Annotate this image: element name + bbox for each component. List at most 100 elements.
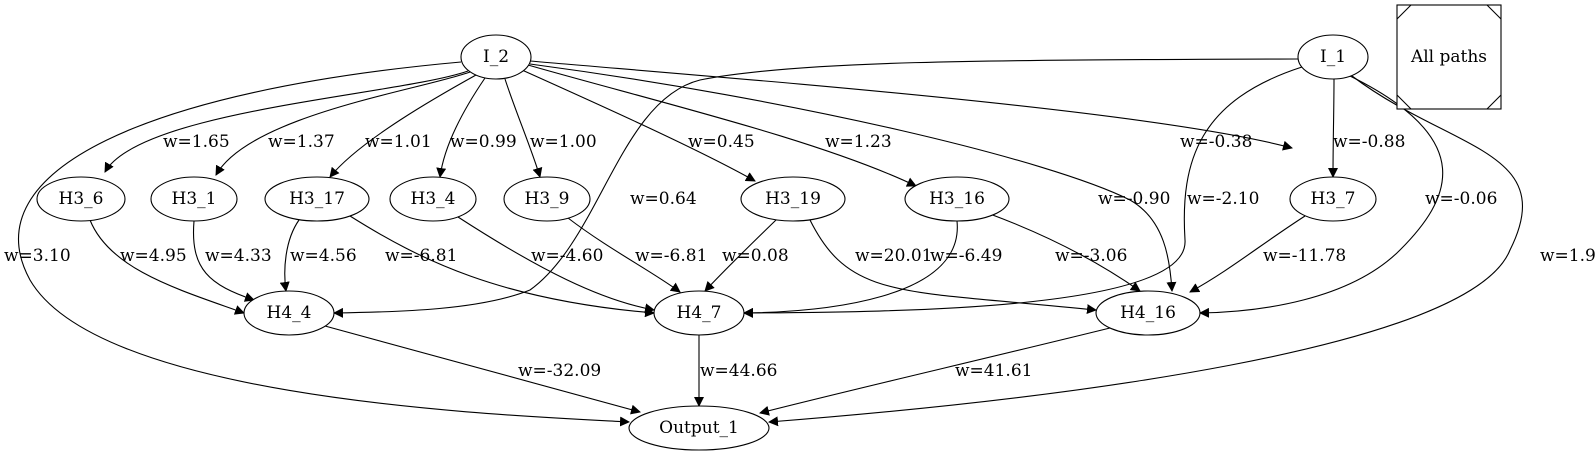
edge-line [529, 63, 1177, 292]
edge-h3-19-to-h4-16: w=20.01 [809, 219, 1097, 315]
edge-weight-label: w=0.45 [688, 132, 755, 152]
node-label: H3_4 [411, 189, 456, 209]
edge-line [457, 216, 655, 314]
node-label: H3_16 [929, 189, 985, 209]
node-h3-17: H3_17 [264, 176, 370, 222]
edge-i-2-to-h3-4: w=0.99 [436, 77, 517, 178]
edge-h3-16-to-h4-7: w=-6.49 [743, 220, 1002, 318]
edge-weight-label: w=1.94 [1540, 246, 1595, 266]
edge-line [1328, 78, 1339, 178]
edge-weight-label: w=20.01 [855, 246, 932, 266]
edge-line [279, 219, 300, 292]
edge-weight-label: w=-6.81 [635, 246, 707, 266]
node-label: Output_1 [659, 418, 739, 438]
edge-line [436, 77, 486, 178]
edge-weight-label: w=-2.10 [1187, 189, 1259, 209]
node-label: H4_7 [677, 303, 722, 323]
edge-weight-label: w=0.64 [630, 189, 697, 209]
node-label: H4_4 [267, 303, 312, 323]
edge-weight-label: w=3.10 [4, 246, 71, 266]
edge-weight-label: w=1.65 [163, 132, 230, 152]
edge-i-2-to-h4-16: w=-0.90 [529, 63, 1177, 292]
node-ellipse [904, 176, 1010, 222]
node-label: I_2 [483, 47, 509, 67]
edge-i-1-to-h4-16: w=-0.06 [1199, 75, 1497, 318]
edge-line [1189, 215, 1306, 293]
edge-i-1-to-h4-7: w=-2.10 [743, 66, 1303, 318]
node-h3-7: H3_7 [1289, 176, 1377, 222]
node-label: H3_9 [525, 189, 570, 209]
edge-weight-label: w=4.95 [120, 246, 187, 266]
legend-all-paths: All paths [1396, 4, 1502, 110]
node-h3-1: H3_1 [150, 176, 238, 222]
edge-h4-4-to-output-1: w=-32.09 [324, 325, 641, 415]
edge-i-2-to-h3-19: w=0.45 [521, 69, 756, 182]
node-label: H3_1 [172, 189, 217, 209]
edge-line [215, 71, 471, 176]
node-h3-19: H3_19 [740, 176, 846, 222]
node-ellipse [1289, 176, 1377, 222]
node-label: H3_6 [59, 189, 104, 209]
node-h4-7: H4_7 [653, 290, 745, 336]
edge-h4-7-to-output-1: w=44.66 [694, 335, 777, 407]
edge-weight-label: w=1.37 [268, 132, 335, 152]
edge-weight-label: w=-0.38 [1180, 132, 1252, 152]
node-ellipse [740, 176, 846, 222]
edge-i-2-to-output-1: w=3.10 [4, 61, 630, 427]
node-label: I_1 [1320, 47, 1346, 67]
edge-weight-label: w=0.08 [722, 246, 789, 266]
node-ellipse [264, 176, 370, 222]
legend-label: All paths [1410, 47, 1487, 67]
edge-weight-label: w=-0.88 [1333, 132, 1405, 152]
node-label: H3_7 [1311, 189, 1356, 209]
edge-line [1199, 75, 1444, 318]
node-h3-16: H3_16 [904, 176, 1010, 222]
edge-weight-label: w=4.33 [205, 246, 272, 266]
edge-weight-label: w=-32.09 [518, 361, 601, 381]
edge-line [529, 60, 1293, 151]
edge-line [527, 64, 917, 187]
edge-weight-label: w=4.56 [290, 246, 357, 266]
edge-h4-16-to-output-1: w=41.61 [759, 327, 1111, 416]
edge-h3-17-to-h4-4: w=4.56 [279, 219, 357, 292]
edge-weight-label: w=1.00 [530, 132, 597, 152]
edge-line [567, 217, 681, 293]
edge-weight-label: w=-6.49 [930, 246, 1002, 266]
edge-line [324, 325, 641, 415]
edge-line [743, 66, 1303, 318]
node-h3-6: H3_6 [36, 176, 126, 222]
node-output-1: Output_1 [628, 405, 770, 451]
edge-line [192, 220, 255, 302]
edge-line [743, 220, 958, 318]
edge-i-2-to-h3-1: w=1.37 [215, 71, 471, 176]
edge-weight-label: w=-4.60 [531, 246, 603, 266]
edge-h3-9-to-h4-7: w=-6.81 [567, 217, 707, 293]
node-ellipse [36, 176, 126, 222]
node-ellipse [628, 405, 770, 451]
edge-line [329, 74, 477, 178]
edge-line [759, 327, 1111, 416]
node-label: H3_17 [289, 189, 345, 209]
node-ellipse [243, 290, 335, 336]
edge-line [104, 70, 469, 173]
edge-weight-label: w=1.01 [365, 132, 432, 152]
edge-weight-label: w=0.99 [450, 132, 517, 152]
edge-i-1-to-output-1: w=1.94 [768, 75, 1595, 427]
node-h3-4: H3_4 [389, 176, 477, 222]
node-h4-16: H4_16 [1095, 290, 1201, 336]
node-ellipse [1297, 34, 1369, 80]
edge-line [989, 213, 1141, 292]
edge-line [768, 75, 1523, 427]
edge-i-2-to-h3-6: w=1.65 [104, 70, 469, 173]
node-i-2: I_2 [460, 34, 532, 80]
node-ellipse [150, 176, 238, 222]
edge-i-2-to-h3-16: w=1.23 [527, 64, 917, 187]
node-label: H3_19 [765, 189, 821, 209]
node-h4-4: H4_4 [243, 290, 335, 336]
node-i-1: I_1 [1297, 34, 1369, 80]
node-ellipse [653, 290, 745, 336]
edge-weight-label: w=-11.78 [1263, 246, 1346, 266]
edge-h3-17-to-h4-7: w=-6.81 [349, 215, 655, 318]
